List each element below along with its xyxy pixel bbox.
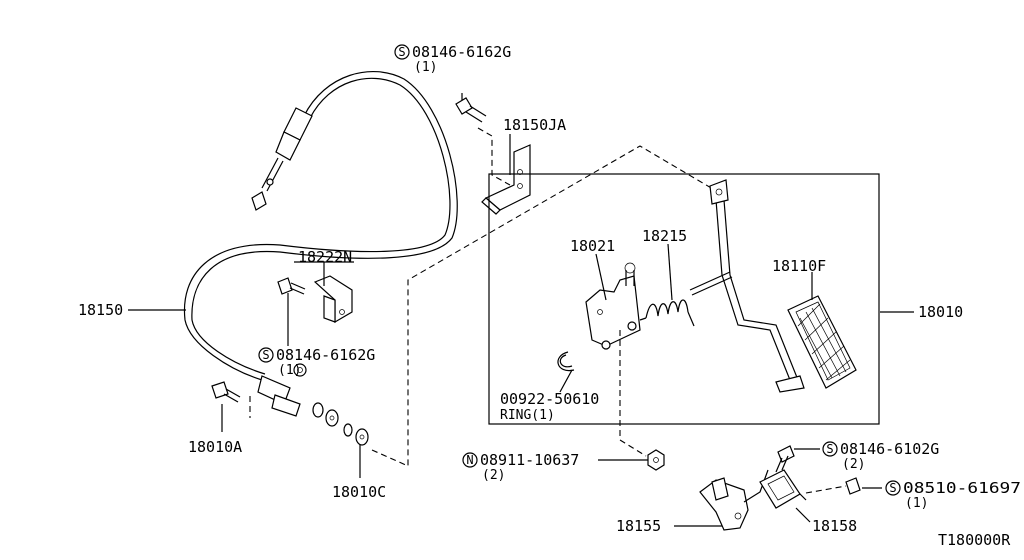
label-18155: 18155 (616, 517, 661, 535)
label-00922-50610: 00922-50610 (500, 390, 599, 408)
callout-bolt-mid-symbol: S (262, 348, 269, 362)
accelerator-cable (183, 71, 458, 417)
bolt-mid (277, 277, 306, 346)
callout-nut-qty: (2) (482, 468, 505, 483)
bracket-18150ja (477, 127, 531, 215)
bolt-18010a (211, 381, 251, 418)
s-symbol-icon (258, 347, 274, 363)
callout-bolt-top: S 08146-6162G (1) (394, 43, 511, 75)
label-18150: 18150 (78, 301, 123, 319)
label-18010a: 18010A (188, 438, 242, 456)
callout-nut-symbol: N (466, 453, 473, 467)
callout-nut-part: 08911-10637 (480, 451, 579, 469)
callout-bolt-mid: S 08146-6162G (1) (258, 346, 375, 378)
s-symbol-icon (822, 441, 838, 457)
callout-bolt-top-qty: (1) (414, 60, 437, 75)
callout-screw-right-part: 08510-61697 (903, 479, 1021, 497)
callout-bolt-mid-part: 08146-6162G (276, 346, 375, 364)
callout-bolt-top-part: 08146-6162G (412, 43, 511, 61)
label-18010: 18010 (918, 303, 963, 321)
callout-nut: N 08911-10637 (2) (462, 451, 579, 483)
callout-bolt-mid-qty: (1) (278, 363, 301, 378)
bolt-top (455, 93, 487, 123)
assembly-18010-box (488, 173, 880, 425)
bracket-18021 (585, 262, 641, 350)
switch-18155 (699, 469, 769, 531)
callout-bolt-right: S 08146-6102G (2) (822, 440, 939, 472)
leader-lines (128, 134, 914, 527)
ring-00922 (557, 351, 575, 372)
callout-screw-right-qty: (1) (905, 496, 928, 511)
callout-screw-right-symbol: S (889, 481, 896, 495)
bolt-right (775, 445, 795, 473)
n-symbol-icon (462, 452, 478, 468)
pedal-pad (787, 295, 857, 389)
label-18158: 18158 (812, 517, 857, 535)
s-symbol-icon (394, 44, 410, 60)
screw-right (805, 477, 861, 495)
s-symbol-icon (885, 480, 901, 496)
callout-bolt-right-part: 08146-6102G (840, 440, 939, 458)
bracket-18222n (313, 275, 353, 324)
callout-bolt-right-symbol: S (826, 442, 833, 456)
label-18222n: 18222N (298, 248, 352, 266)
callout-screw-right: S 08510-61697 (1) (885, 479, 1021, 511)
label-18150ja: 18150JA (503, 116, 566, 134)
pedal-arm (689, 179, 805, 393)
callout-bolt-top-symbol: S (398, 45, 405, 59)
nut-part (619, 330, 665, 471)
label-18021: 18021 (570, 237, 615, 255)
diagram-code: T180000R (938, 531, 1011, 549)
label-18110f: 18110F (772, 257, 826, 275)
dashed-route (371, 145, 719, 467)
callout-bolt-right-qty: (2) (842, 457, 865, 472)
return-spring (639, 299, 695, 327)
label-18215: 18215 (642, 227, 687, 245)
sensor-18158 (759, 469, 807, 509)
label-18010c: 18010C (332, 483, 386, 501)
cable-end-washers (312, 402, 369, 446)
label-ring-qty: RING(1) (500, 408, 555, 423)
